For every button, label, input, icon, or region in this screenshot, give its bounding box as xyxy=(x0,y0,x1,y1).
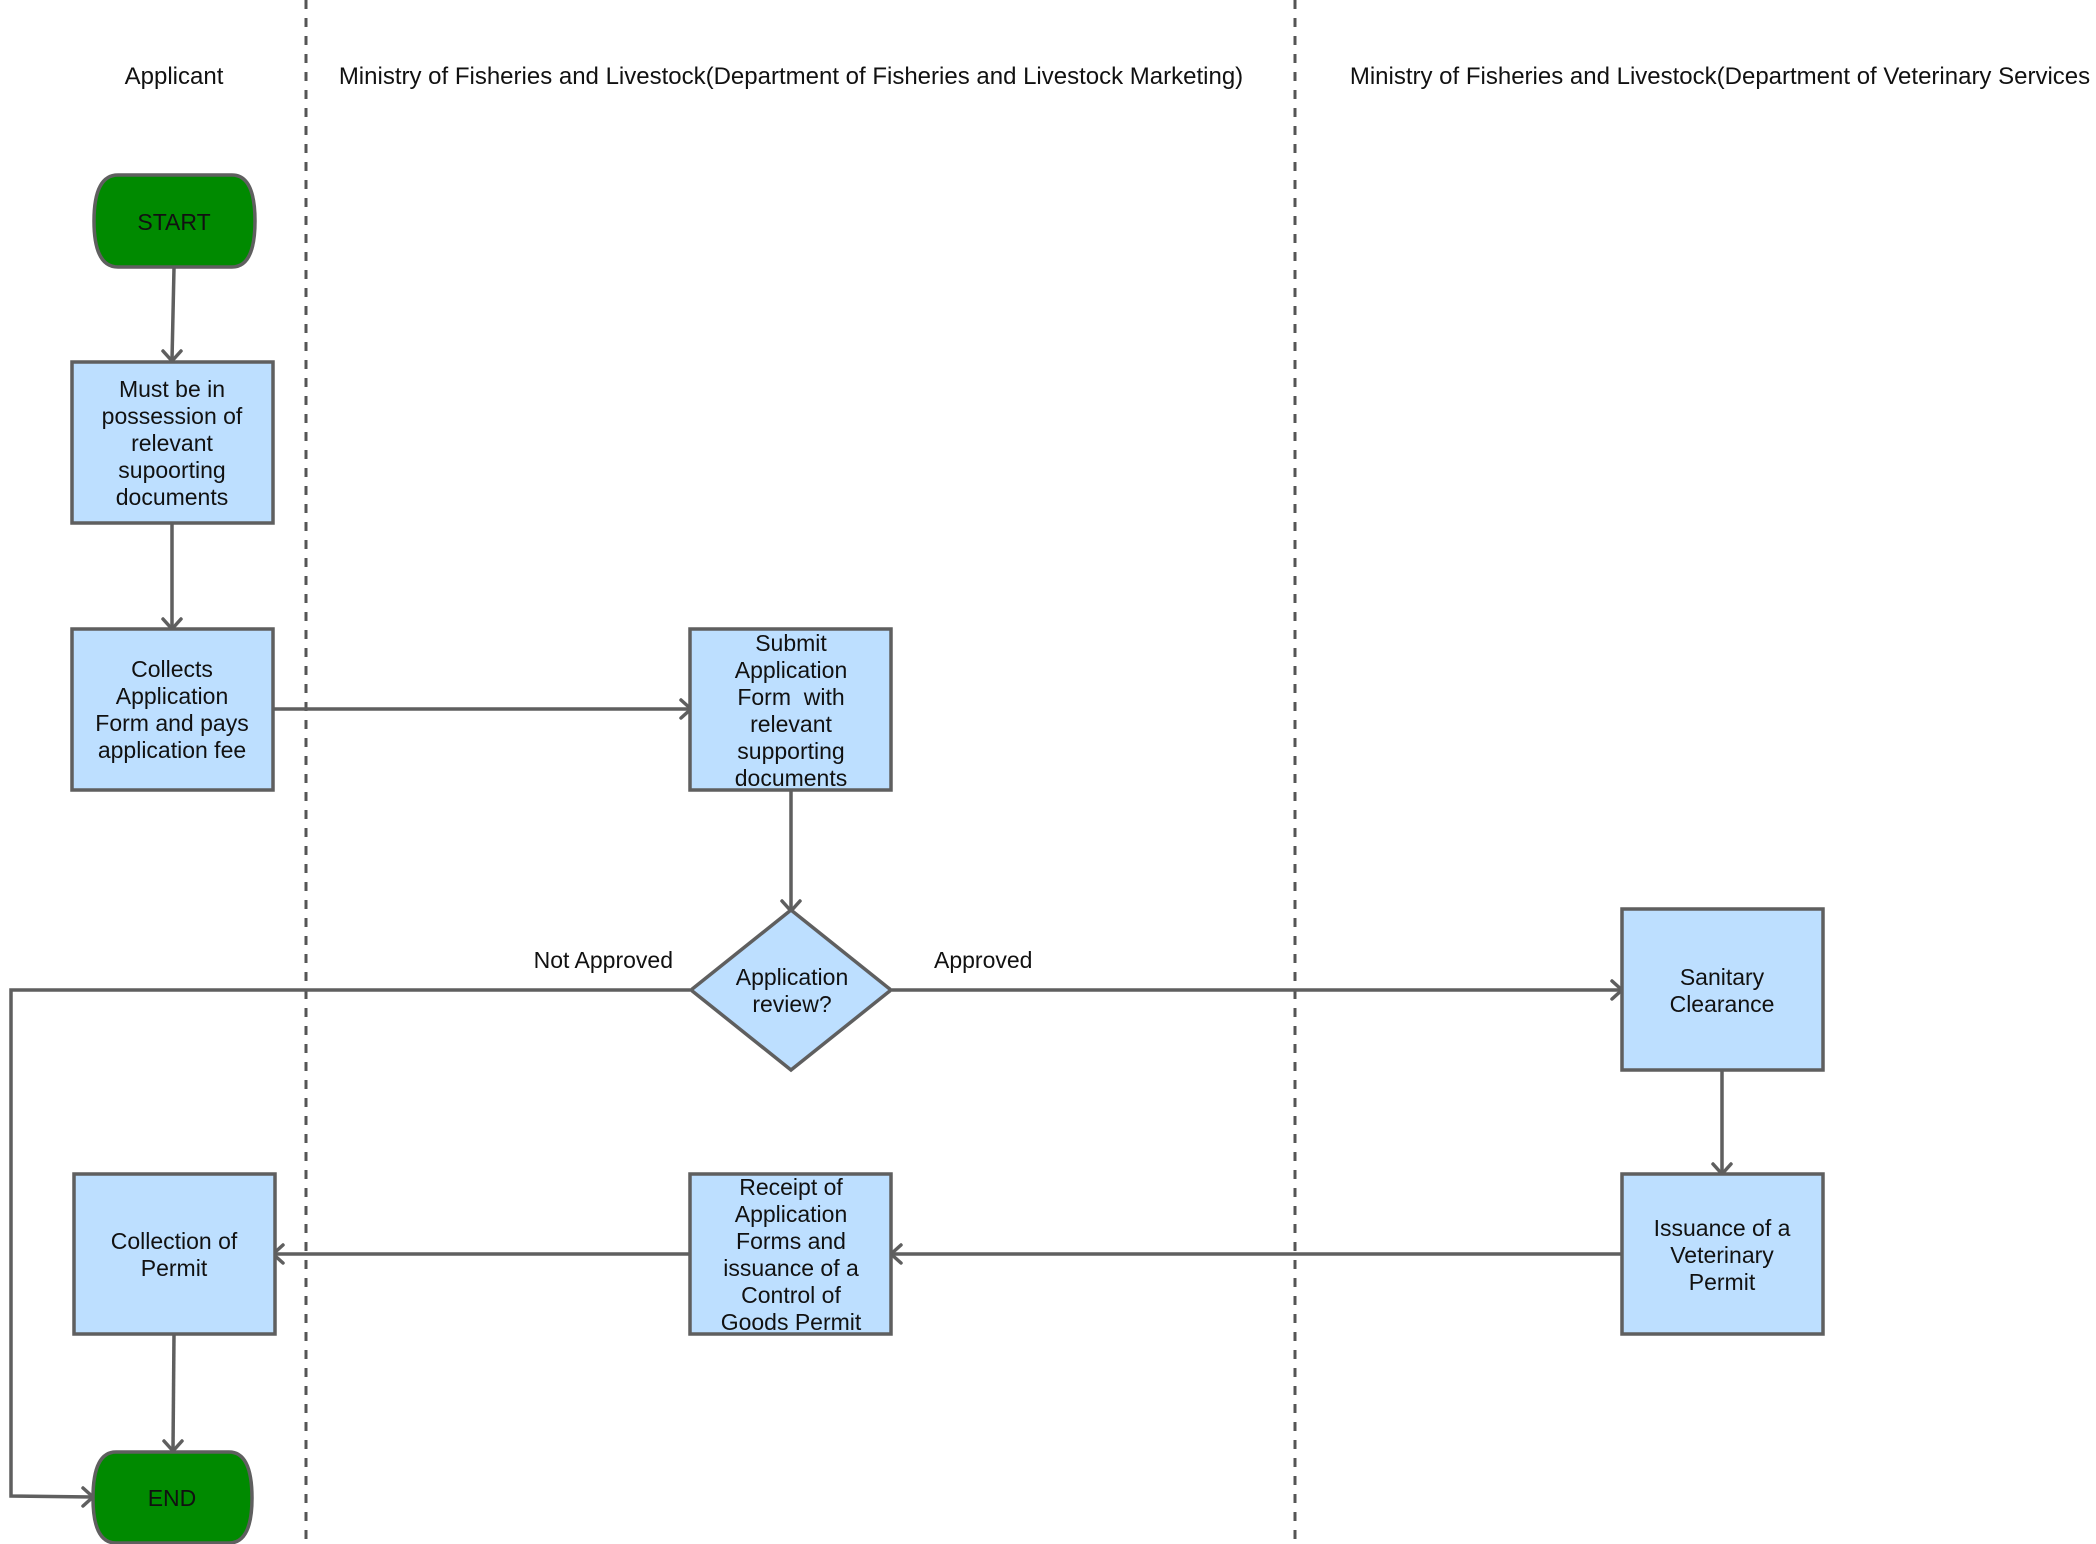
receipt-line-3: Forms and xyxy=(736,1228,846,1254)
collection-line-1: Collection of xyxy=(111,1228,238,1254)
edges xyxy=(9,267,1724,1499)
sanitary-box xyxy=(1620,907,1825,1072)
collects-line-3: Form and pays xyxy=(95,710,248,736)
receipt-box xyxy=(688,1172,893,1336)
collection-line-2: Permit xyxy=(141,1255,208,1281)
lane-title-applicant: Applicant xyxy=(125,63,224,90)
end-node: END xyxy=(91,1450,254,1544)
receipt-line-2: Application xyxy=(735,1201,848,1227)
edge-start-to-possession xyxy=(170,267,176,361)
receipt-node: Receipt of Application Forms and issuanc… xyxy=(688,1172,893,1336)
lane-title-marketing: Ministry of Fisheries and Livestock(Depa… xyxy=(339,63,1243,90)
possession-line-3: relevant xyxy=(131,430,213,456)
edge-label-not-approved: Not Approved xyxy=(534,947,673,973)
vetpermit-node: Issuance of a Veterinary Permit xyxy=(1620,1172,1825,1336)
start-node: START xyxy=(92,173,257,269)
submit-line-1: Submit xyxy=(755,630,827,656)
submit-box xyxy=(688,627,893,792)
edge-review-not-approved xyxy=(9,988,690,1499)
sanitary-node: Sanitary Clearance xyxy=(1620,907,1825,1072)
submit-line-6: documents xyxy=(735,765,848,791)
review-diamond xyxy=(688,907,894,1073)
possession-line-4: supoorting xyxy=(118,457,225,483)
collection-node: Collection of Permit xyxy=(72,1172,277,1336)
submit-line-2: Application xyxy=(735,657,848,683)
receipt-line-6: Goods Permit xyxy=(721,1309,862,1335)
end-terminal-shape xyxy=(91,1450,254,1544)
collects-box xyxy=(70,627,275,792)
arrowheads xyxy=(81,349,1733,1508)
submit-node: Submit Application Form with relevant su… xyxy=(688,627,893,792)
collects-node: Collects Application Form and pays appli… xyxy=(70,627,275,792)
possession-line-1: Must be in xyxy=(119,376,225,402)
edge-label-approved: Approved xyxy=(934,947,1032,973)
review-line-1: Application xyxy=(736,964,849,990)
end-label: END xyxy=(148,1485,197,1511)
review-node: Application review? xyxy=(688,907,894,1073)
receipt-line-4: issuance of a xyxy=(723,1255,859,1281)
possession-line-2: possession of xyxy=(102,403,243,429)
receipt-line-5: Control of xyxy=(741,1282,841,1308)
start-terminal-shape xyxy=(92,173,257,269)
edge-collection-to-end xyxy=(171,1333,176,1451)
submit-line-3: Form with xyxy=(737,684,844,710)
possession-node: Must be in possession of relevant supoor… xyxy=(70,360,275,525)
start-label: START xyxy=(137,209,210,235)
sanitary-line-2: Clearance xyxy=(1670,991,1775,1017)
receipt-line-1: Receipt of xyxy=(739,1174,843,1200)
submit-line-5: supporting xyxy=(737,738,844,764)
vetpermit-line-2: Veterinary xyxy=(1670,1242,1774,1268)
vetpermit-box xyxy=(1620,1172,1825,1336)
submit-line-4: relevant xyxy=(750,711,832,737)
possession-box xyxy=(70,360,275,525)
vetpermit-line-3: Permit xyxy=(1689,1269,1756,1295)
vetpermit-line-1: Issuance of a xyxy=(1654,1215,1791,1241)
sanitary-line-1: Sanitary xyxy=(1680,964,1765,990)
review-line-2: review? xyxy=(752,991,831,1017)
possession-line-5: documents xyxy=(116,484,229,510)
lane-title-veterinary: Ministry of Fisheries and Livestock(Depa… xyxy=(1350,63,2090,90)
collects-line-4: application fee xyxy=(98,737,246,763)
collects-line-1: Collects xyxy=(131,656,213,682)
collection-box xyxy=(72,1172,277,1336)
collects-line-2: Application xyxy=(116,683,229,709)
